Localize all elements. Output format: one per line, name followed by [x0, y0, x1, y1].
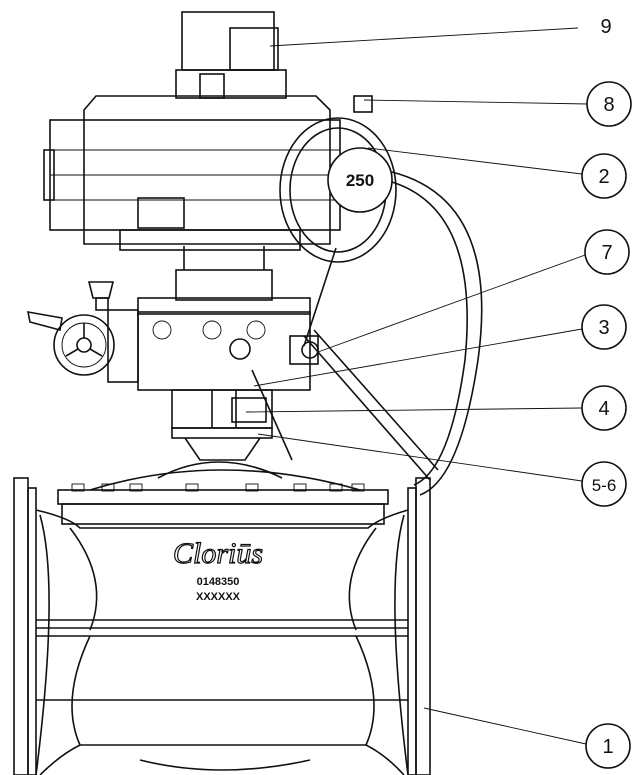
callout-leaders: [245, 27, 589, 745]
callout-5-6: 5-6: [581, 461, 627, 507]
callout-1: 1: [585, 723, 631, 769]
callout-label: 4: [598, 398, 609, 420]
nameplate: Cloriūs 0148350 XXXXXX: [172, 536, 263, 603]
serial-number: 0148350: [197, 576, 240, 588]
callout-4: 4: [581, 385, 627, 431]
callout-label: 9: [600, 16, 611, 38]
actuator: 250: [43, 11, 397, 263]
actuator-size-label: 250: [346, 171, 374, 190]
callout-7: 7: [584, 229, 630, 275]
bypass-pipe: [251, 171, 483, 496]
handwheel: [26, 281, 139, 383]
mounting-bracket: [137, 246, 319, 391]
callout-8: 8: [586, 81, 632, 127]
callout-label: 3: [598, 317, 609, 339]
callout-label: 8: [603, 94, 614, 116]
callout-label: 7: [601, 242, 612, 264]
brand-name: Cloriūs: [173, 537, 263, 570]
callout-2: 2: [581, 153, 627, 199]
stem-coupling: [171, 389, 273, 461]
valve-body: [13, 461, 431, 775]
callout-9: 9: [600, 16, 611, 38]
callout-bubbles: 9 8 2 7 3 4 5-6 1: [581, 16, 632, 769]
callout-label: 5-6: [592, 476, 617, 495]
serial-placeholder: XXXXXX: [196, 591, 241, 603]
top-plate-bolts: [71, 483, 365, 492]
callout-3: 3: [581, 304, 627, 350]
callout-label: 1: [602, 736, 613, 758]
callout-label: 2: [598, 166, 609, 188]
